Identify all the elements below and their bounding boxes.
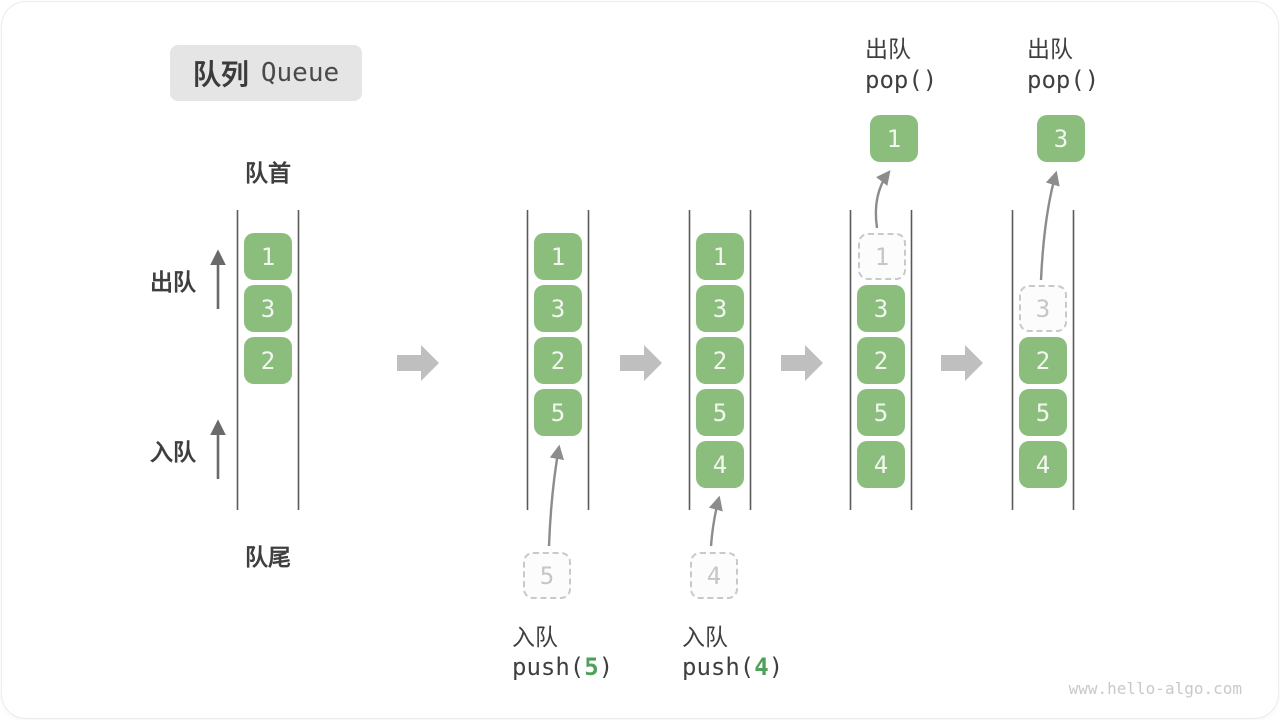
queue-item: 2: [534, 337, 582, 384]
queue-item: 1: [696, 233, 744, 280]
queue-front-label: 队首: [245, 160, 291, 186]
removed-item: 1: [858, 233, 906, 280]
title-badge: 队列 Queue: [170, 45, 362, 101]
flow-arrow-icon-2: [620, 345, 662, 381]
queue-item: 5: [696, 389, 744, 436]
queue-item: 1: [534, 233, 582, 280]
code-arg: 4: [754, 653, 769, 681]
push5-arrow-icon: [547, 444, 564, 547]
queue-item: 2: [696, 337, 744, 384]
pop-code-label: pop(): [865, 66, 938, 94]
queue-item: 4: [1019, 441, 1067, 488]
queue-item: 3: [534, 285, 582, 332]
queue-item: 5: [534, 389, 582, 436]
queue-item: 3: [244, 285, 292, 332]
queue-item: 3: [857, 285, 905, 332]
pointer-arrows: [547, 170, 1060, 547]
code-close: ): [598, 653, 614, 681]
popped-item: 1: [870, 115, 918, 162]
title-en: Queue: [260, 58, 340, 88]
pop1-arrow-icon: [874, 170, 891, 229]
push4-code-label: push(4): [682, 653, 783, 681]
queue-rear-label: 队尾: [245, 544, 291, 570]
queue-item: 4: [696, 441, 744, 488]
flow-arrow-icon-4: [941, 345, 983, 381]
queue-item: 3: [696, 285, 744, 332]
push5-code-label: push(5): [512, 653, 613, 681]
queue-item: 1: [244, 233, 292, 280]
code-fn: push(: [682, 653, 755, 681]
dequeue-action-label: 出队: [865, 36, 911, 62]
queue-item: 2: [244, 337, 292, 384]
staged-item: 5: [523, 552, 571, 599]
queue-item: 2: [1019, 337, 1067, 384]
flow-arrow-icon-1: [397, 345, 439, 381]
state-transition-arrows: [397, 345, 983, 381]
queue-item: 5: [1019, 389, 1067, 436]
enqueue-action-label: 入队: [512, 624, 558, 650]
dequeue-side-label: 出队: [150, 269, 196, 295]
pop3-arrow-icon: [1039, 170, 1060, 281]
dequeue-action-label: 出队: [1027, 36, 1073, 62]
enqueue-side-label: 入队: [150, 439, 196, 465]
enqueue-action-label: 入队: [682, 624, 728, 650]
staged-item: 4: [690, 552, 738, 599]
queue-item: 2: [857, 337, 905, 384]
flow-arrow-icon-3: [781, 345, 823, 381]
code-fn: push(: [512, 653, 585, 681]
code-close: ): [768, 653, 784, 681]
popped-item: 3: [1037, 115, 1085, 162]
watermark: www.hello-algo.com: [1068, 679, 1242, 698]
queue-walls: [236, 210, 1075, 510]
queue-item: 4: [857, 441, 905, 488]
code-arg: 5: [584, 653, 599, 681]
removed-item: 3: [1019, 285, 1067, 332]
push4-arrow-icon: [708, 495, 723, 547]
queue-item: 5: [857, 389, 905, 436]
title-zh: 队列: [192, 59, 249, 90]
pop-code-label: pop(): [1027, 66, 1100, 94]
